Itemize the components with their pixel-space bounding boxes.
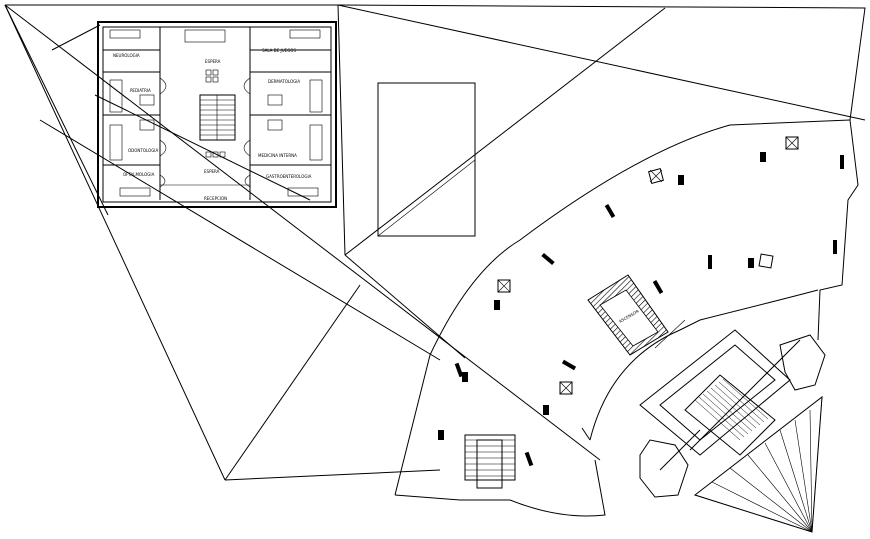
bridge-stair-structure [639,329,826,498]
plaza-outline [394,119,851,517]
court-rectangle [377,82,476,237]
label-espera-bottom: ESPERA [204,169,220,174]
hatched-ascensor-block: ASCENSOR [587,274,686,356]
label-pediatria: PEDIATRIA [130,88,151,93]
label-odontologia: ODONTOLOGIA [128,148,158,153]
clinic-building-plan: NEUROLOGIA SALA DE JUEGOS ESPERA PEDIATR… [97,21,337,208]
label-gastroenterologia: GASTROENTEROLOGIA [266,174,312,179]
site-furniture [438,136,844,467]
label-sala-de-juegos: SALA DE JUEGOS [262,48,296,53]
label-recepcion: RECEPCION [204,196,227,201]
site-boundary-lines [4,4,866,481]
label-espera-top: ESPERA [205,59,221,64]
radiating-fan-lines [693,395,823,533]
entrance-stair [464,434,516,489]
label-dermatologia: DERMATOLOGIA [268,79,300,84]
label-oftalmologia: OFTALMOLOGIA [123,172,155,177]
label-neurologia: NEUROLOGIA [113,53,140,58]
label-medicina-interna: MEDICINA INTERNA [258,153,297,158]
